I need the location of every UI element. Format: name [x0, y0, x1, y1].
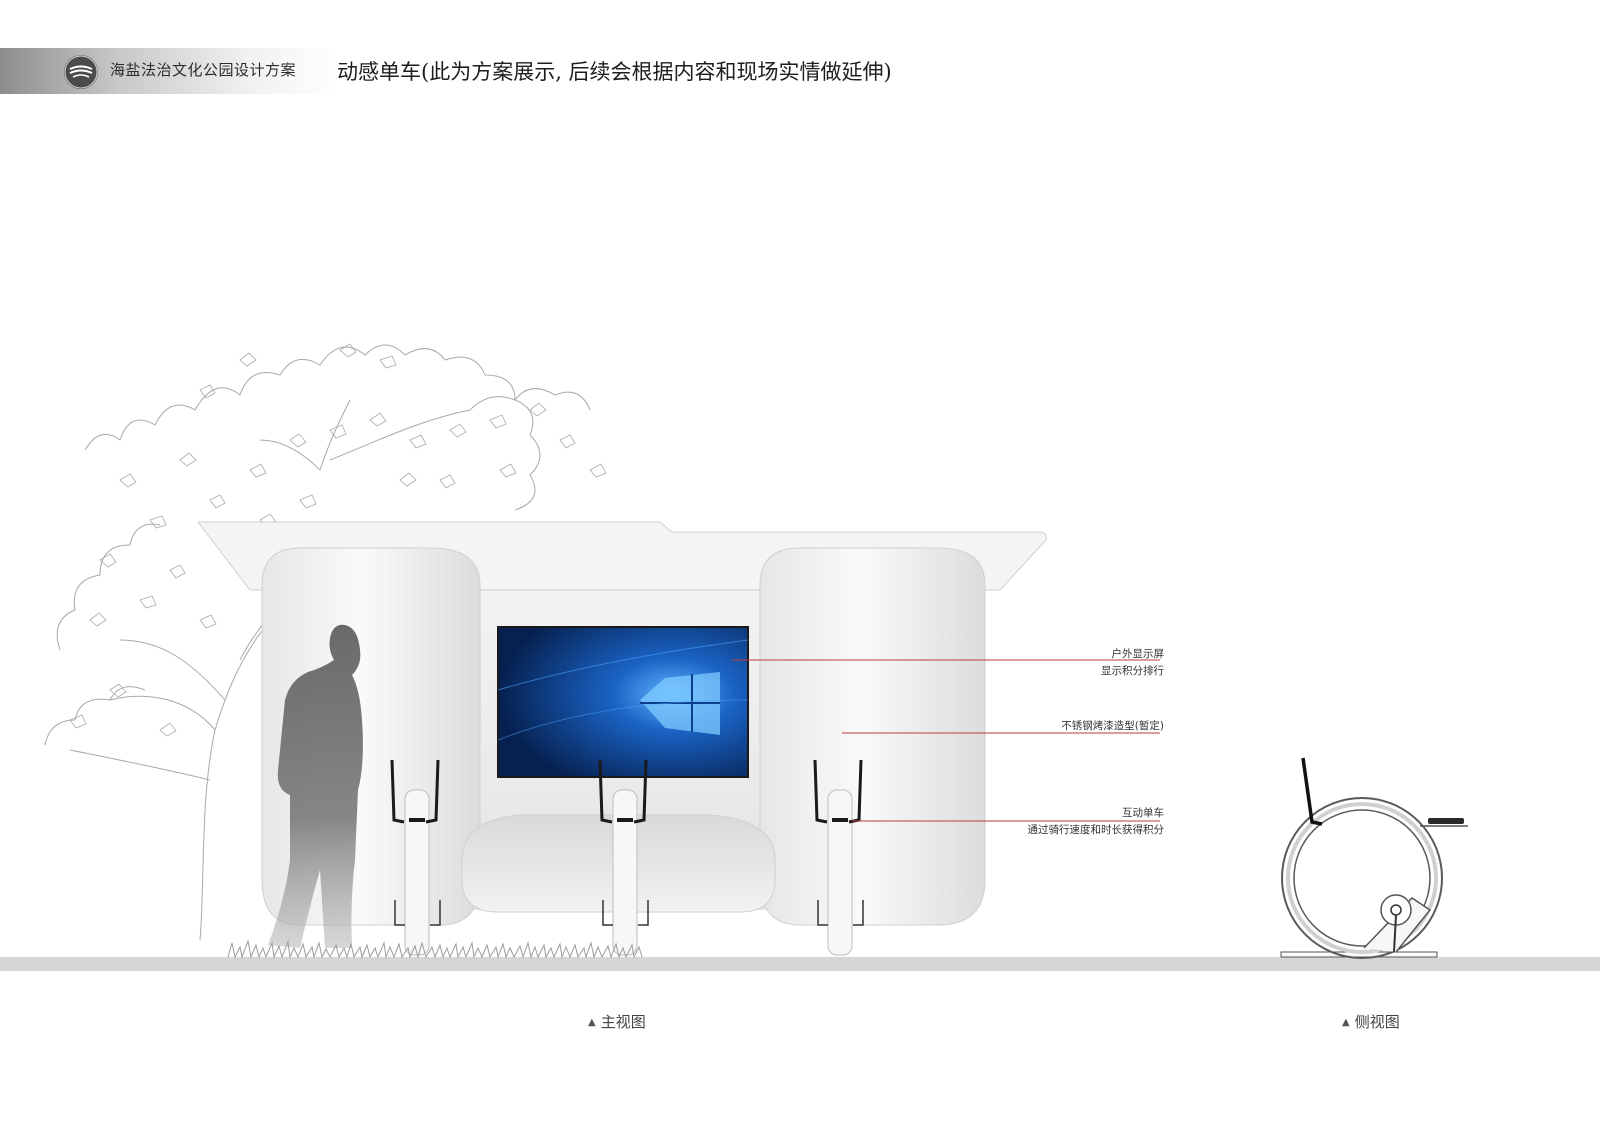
- callout-screen-line2: 显示积分排行: [1101, 665, 1164, 677]
- page-title: 动感单车(此为方案展示, 后续会根据内容和现场实情做延伸): [337, 60, 892, 84]
- right-pillar: [759, 547, 986, 926]
- callout-screen-line1: 户外显示屏: [1111, 648, 1165, 660]
- project-title: 海盐法治文化公园设计方案: [110, 61, 297, 79]
- front-view-caption: ▲ 主视图: [588, 1011, 646, 1032]
- leader-lines: [732, 659, 1160, 822]
- callout-material-text: 不锈钢烤漆造型(暂定): [1061, 720, 1164, 732]
- ground-line: [0, 957, 1600, 971]
- callout-material: 不锈钢烤漆造型(暂定): [1061, 718, 1164, 735]
- bike-front-3: [813, 759, 864, 956]
- callout-bike-line2: 通过骑行速度和时长获得积分: [1027, 824, 1165, 836]
- bike-side-view: [1280, 757, 1468, 959]
- front-view-label: 主视图: [600, 1013, 646, 1031]
- tree-canopy: [44, 344, 591, 746]
- person-silhouette: [268, 624, 363, 948]
- bike-front-2: [598, 759, 649, 956]
- grass: [227, 939, 643, 959]
- side-view-label: 侧视图: [1354, 1013, 1400, 1031]
- callout-screen: 户外显示屏 显示积分排行: [1101, 646, 1164, 680]
- triangle-marker-icon: ▲: [588, 1017, 596, 1028]
- side-view-caption: ▲ 侧视图: [1342, 1011, 1400, 1032]
- tree-outline: [44, 343, 607, 941]
- outdoor-display-screen: [497, 626, 749, 778]
- triangle-marker-icon: ▲: [1342, 1017, 1350, 1028]
- logo-icon: [64, 55, 98, 89]
- header-band: [0, 48, 340, 94]
- bike-front-1: [390, 759, 441, 956]
- callout-bike-line1: 互动单车: [1122, 807, 1164, 819]
- callout-bike: 互动单车 通过骑行速度和时长获得积分: [1028, 805, 1165, 839]
